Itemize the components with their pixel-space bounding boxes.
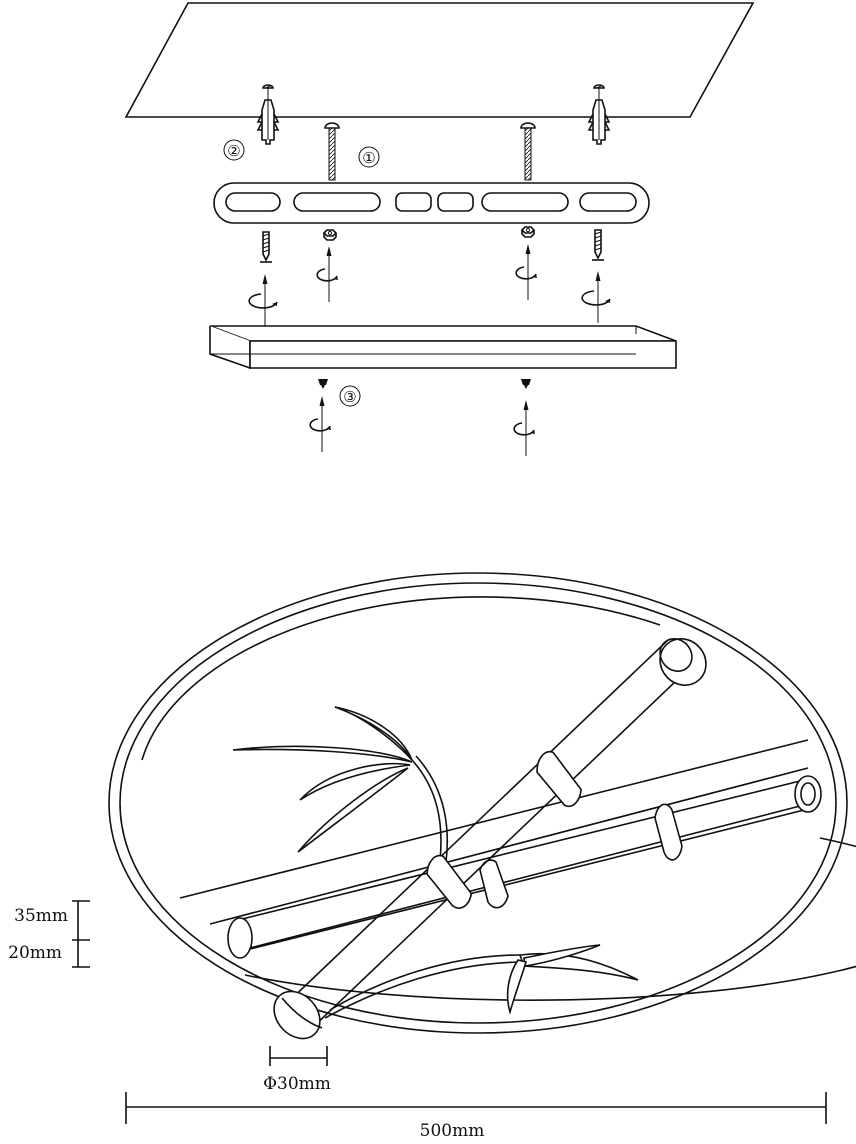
bamboo-leaves-lower: [324, 944, 639, 1019]
bolt-right: [520, 122, 536, 181]
cap-screw-left: [318, 379, 328, 389]
rotate-arrow-screw-right: [581, 270, 611, 324]
bamboo-leaves-upper: [232, 706, 448, 863]
step-2-label: ②: [227, 142, 240, 160]
bolt-left: [324, 122, 340, 181]
step-3-marker: ③: [339, 385, 361, 407]
nut-right: [521, 226, 535, 238]
height-bottom-label: 20mm: [8, 943, 62, 963]
mounting-bracket: [213, 182, 650, 224]
step-1-label: ①: [362, 149, 375, 167]
bamboo-tube-main: [273, 638, 707, 1040]
height-top-label: 35mm: [14, 906, 68, 926]
nut-left: [323, 229, 337, 241]
wall-anchor-left: [257, 84, 279, 145]
cap-screw-right: [521, 379, 531, 389]
wall-anchor-right: [588, 84, 610, 145]
wood-screw-left: [259, 231, 273, 263]
overall-width-dimension: 500mm: [125, 1092, 827, 1141]
step-3-label: ③: [343, 388, 356, 406]
tube-diameter-label: Φ30mm: [263, 1074, 331, 1094]
ceiling-plane: [124, 2, 755, 118]
rotate-arrow-cap-left: [309, 395, 332, 453]
overall-width-label: 500mm: [420, 1121, 485, 1141]
tube-diameter-dimension: Φ30mm: [263, 1046, 331, 1094]
rotate-arrow-nut-left: [316, 245, 339, 303]
lamp-outer-ring: [108, 572, 848, 1034]
lamp-inner-rails: [179, 739, 856, 1001]
rotate-arrow-cap-right: [513, 399, 536, 457]
height-dimension: 35mm 20mm: [8, 900, 90, 968]
lamp-base-plate: [209, 325, 677, 370]
step-1-marker: ①: [358, 146, 380, 168]
wood-screw-right: [591, 229, 605, 261]
rotate-arrow-screw-left: [248, 273, 278, 327]
rotate-arrow-nut-right: [515, 243, 538, 301]
step-2-marker: ②: [223, 139, 245, 161]
